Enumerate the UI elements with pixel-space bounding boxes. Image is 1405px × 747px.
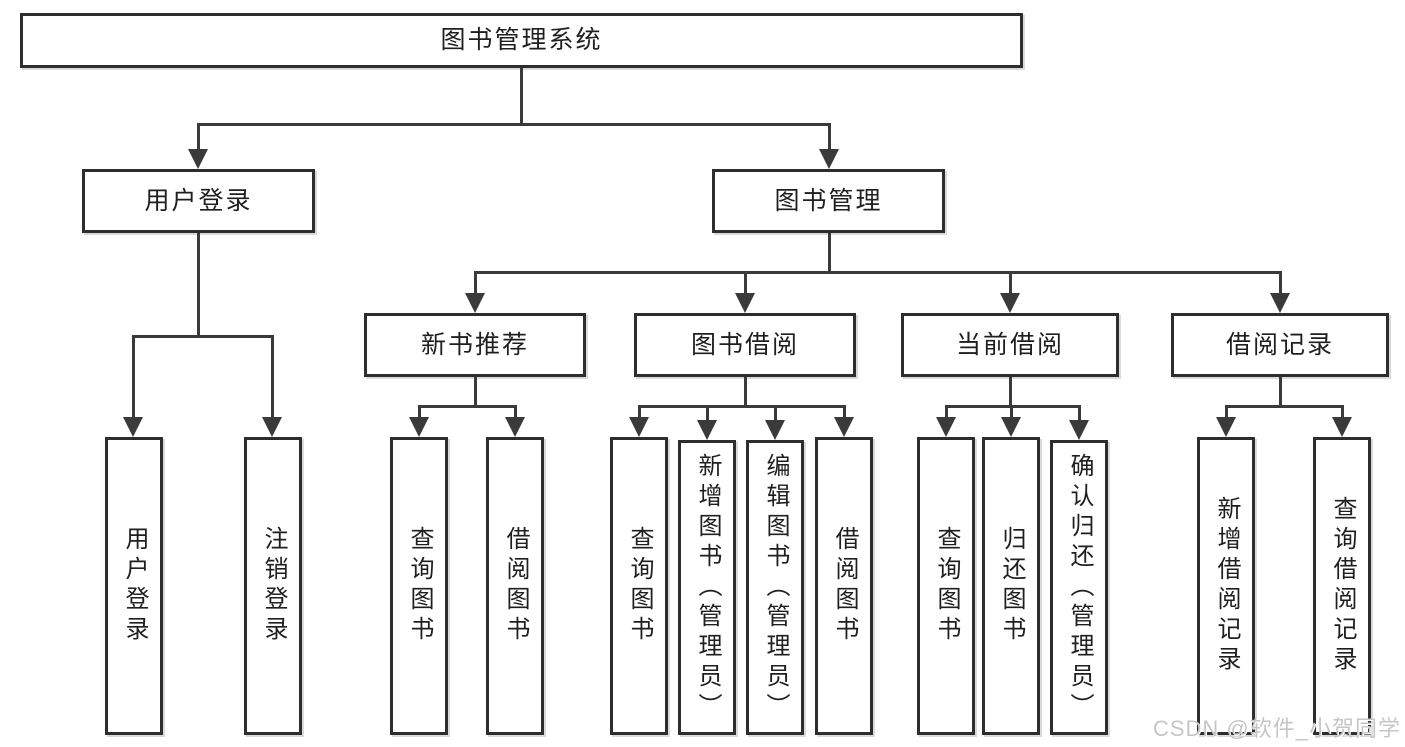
connector-line <box>944 406 948 421</box>
node-leaf-borrow-book-2: 借阅图书 <box>815 437 873 735</box>
node-book-mgmt: 图书管理 <box>712 169 945 233</box>
arrowhead-icon <box>834 417 854 437</box>
node-current-borrow: 当前借阅 <box>901 313 1119 377</box>
connector-line <box>773 406 777 424</box>
node-leaf-user-login: 用户登录 <box>105 437 163 735</box>
node-new-book-rec: 新书推荐 <box>364 313 586 377</box>
connector-line <box>637 406 641 421</box>
connector-line <box>196 124 200 153</box>
node-leaf-add-record: 新增借阅记录 <box>1197 437 1255 735</box>
arrowhead-icon <box>465 293 485 313</box>
arrowhead-icon <box>765 420 785 440</box>
connector-line <box>473 270 1282 274</box>
csdn-watermark: CSDN @软件_小贺同学 <box>1152 716 1401 741</box>
connector-line <box>196 233 200 336</box>
connector-line <box>827 233 831 272</box>
arrowhead-icon <box>1001 417 1021 437</box>
connector-line <box>705 406 709 424</box>
connector-line <box>1008 272 1012 297</box>
connector-line <box>519 68 523 124</box>
connector-line <box>1224 404 1344 408</box>
connector-line <box>417 406 421 421</box>
connector-line <box>743 377 747 406</box>
connector-line <box>131 334 274 338</box>
node-leaf-add-book: 新增图书（管理员） <box>678 440 736 735</box>
arrowhead-icon <box>188 149 208 169</box>
node-leaf-query-record: 查询借阅记录 <box>1313 437 1371 735</box>
connector-line <box>1009 406 1013 421</box>
arrowhead-icon <box>123 417 143 437</box>
connector-line <box>513 406 517 421</box>
connector-line <box>1278 272 1282 297</box>
arrowhead-icon <box>735 293 755 313</box>
connector-line <box>131 336 135 421</box>
arrowhead-icon <box>629 417 649 437</box>
connector-line <box>473 272 477 297</box>
arrowhead-icon <box>1000 293 1020 313</box>
connector-line <box>1224 406 1228 421</box>
arrowhead-icon <box>505 417 525 437</box>
arrowhead-icon <box>1216 417 1236 437</box>
connector-line <box>1340 406 1344 421</box>
arrowhead-icon <box>1069 420 1089 440</box>
node-leaf-query-book-3: 查询图书 <box>917 437 975 735</box>
connector-line <box>270 336 274 421</box>
connector-line <box>473 377 477 406</box>
connector-line <box>827 124 831 153</box>
connector-line <box>944 404 1081 408</box>
connector-line <box>1077 406 1081 424</box>
connector-line <box>842 406 846 421</box>
node-leaf-borrow-book-1: 借阅图书 <box>486 437 544 735</box>
node-leaf-return-book: 归还图书 <box>982 437 1040 735</box>
node-leaf-query-book-1: 查询图书 <box>390 437 448 735</box>
node-leaf-query-book-2: 查询图书 <box>610 437 668 735</box>
node-leaf-confirm-return: 确认归还（管理员） <box>1050 440 1108 735</box>
arrowhead-icon <box>697 420 717 440</box>
node-book-borrow: 图书借阅 <box>634 313 856 377</box>
connector-line <box>417 404 517 408</box>
node-leaf-edit-book: 编辑图书（管理员） <box>746 440 804 735</box>
node-root: 图书管理系统 <box>20 13 1023 68</box>
connector-line <box>1008 377 1012 406</box>
arrowhead-icon <box>1270 293 1290 313</box>
connector-line <box>196 122 831 126</box>
node-user-login: 用户登录 <box>82 169 315 233</box>
connector-line <box>743 272 747 297</box>
arrowhead-icon <box>819 149 839 169</box>
arrowhead-icon <box>936 417 956 437</box>
node-leaf-logout: 注销登录 <box>244 437 302 735</box>
connector-line <box>637 404 846 408</box>
node-borrow-records: 借阅记录 <box>1171 313 1389 377</box>
arrowhead-icon <box>1332 417 1352 437</box>
arrowhead-icon <box>409 417 429 437</box>
arrowhead-icon <box>262 417 282 437</box>
connector-line <box>1278 377 1282 406</box>
